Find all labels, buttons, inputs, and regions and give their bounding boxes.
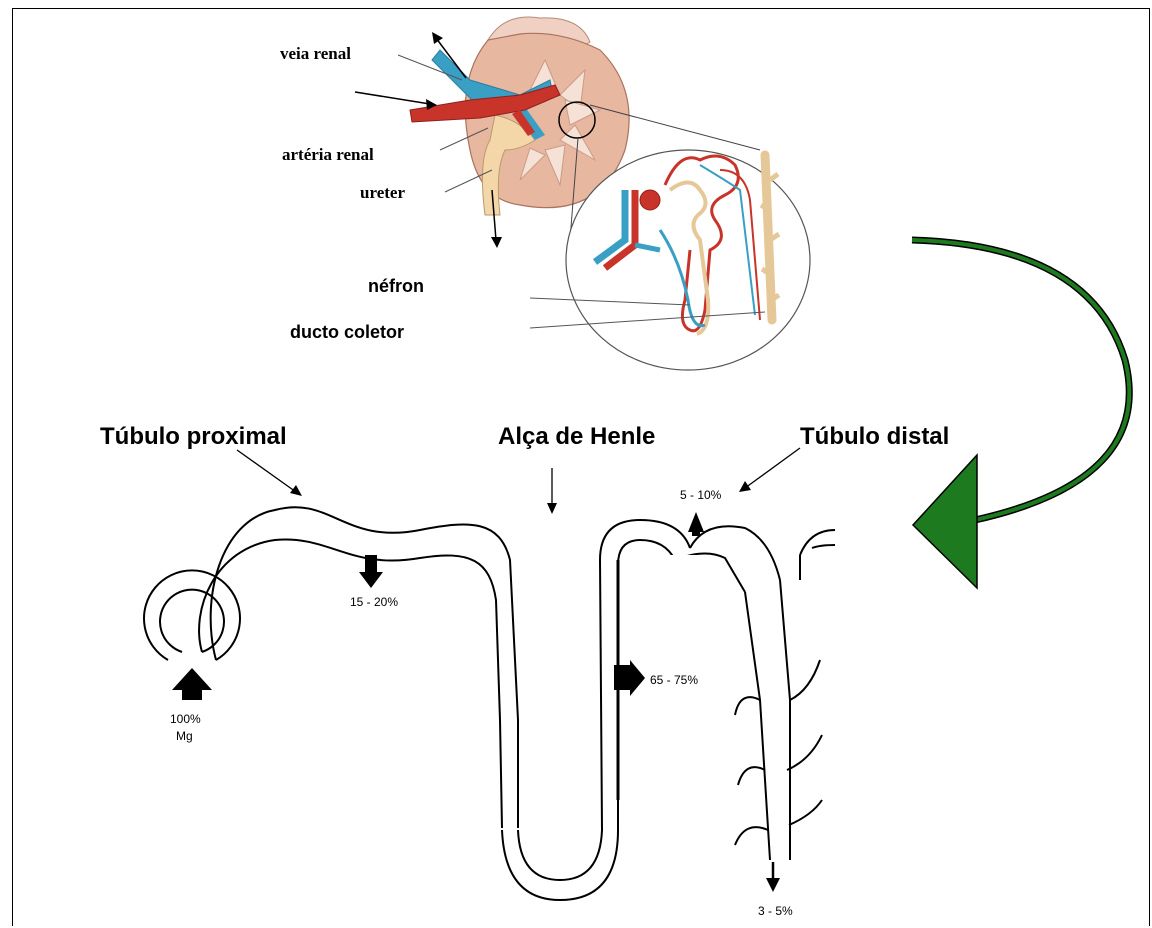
proximal-percent-label: 15 - 20% bbox=[350, 595, 398, 609]
henle-loop-heading: Alça de Henle bbox=[498, 423, 655, 451]
proximal-tubule-heading: Túbulo proximal bbox=[100, 423, 287, 451]
distal-percent-label: 5 - 10% bbox=[680, 488, 721, 502]
renal-artery-label: artéria renal bbox=[282, 145, 374, 165]
distal-tubule-heading: Túbulo distal bbox=[800, 423, 949, 451]
ureter-label: ureter bbox=[360, 183, 405, 203]
nephron-tubule-schematic bbox=[144, 507, 835, 900]
renal-vein-label: veia renal bbox=[280, 44, 351, 64]
big-green-arrow bbox=[912, 240, 1129, 588]
input-percent-label: 100% bbox=[170, 712, 201, 726]
nephron-label: néfron bbox=[368, 276, 424, 297]
excretion-arrow bbox=[766, 878, 780, 892]
mg-input-arrow bbox=[172, 668, 212, 700]
excreted-percent-label: 3 - 5% bbox=[758, 904, 793, 918]
input-ion-label: Mg bbox=[176, 729, 193, 743]
henle-percent-label: 65 - 75% bbox=[650, 673, 698, 687]
distal-arrow bbox=[688, 512, 704, 536]
collecting-duct-label: ducto coletor bbox=[290, 322, 404, 343]
